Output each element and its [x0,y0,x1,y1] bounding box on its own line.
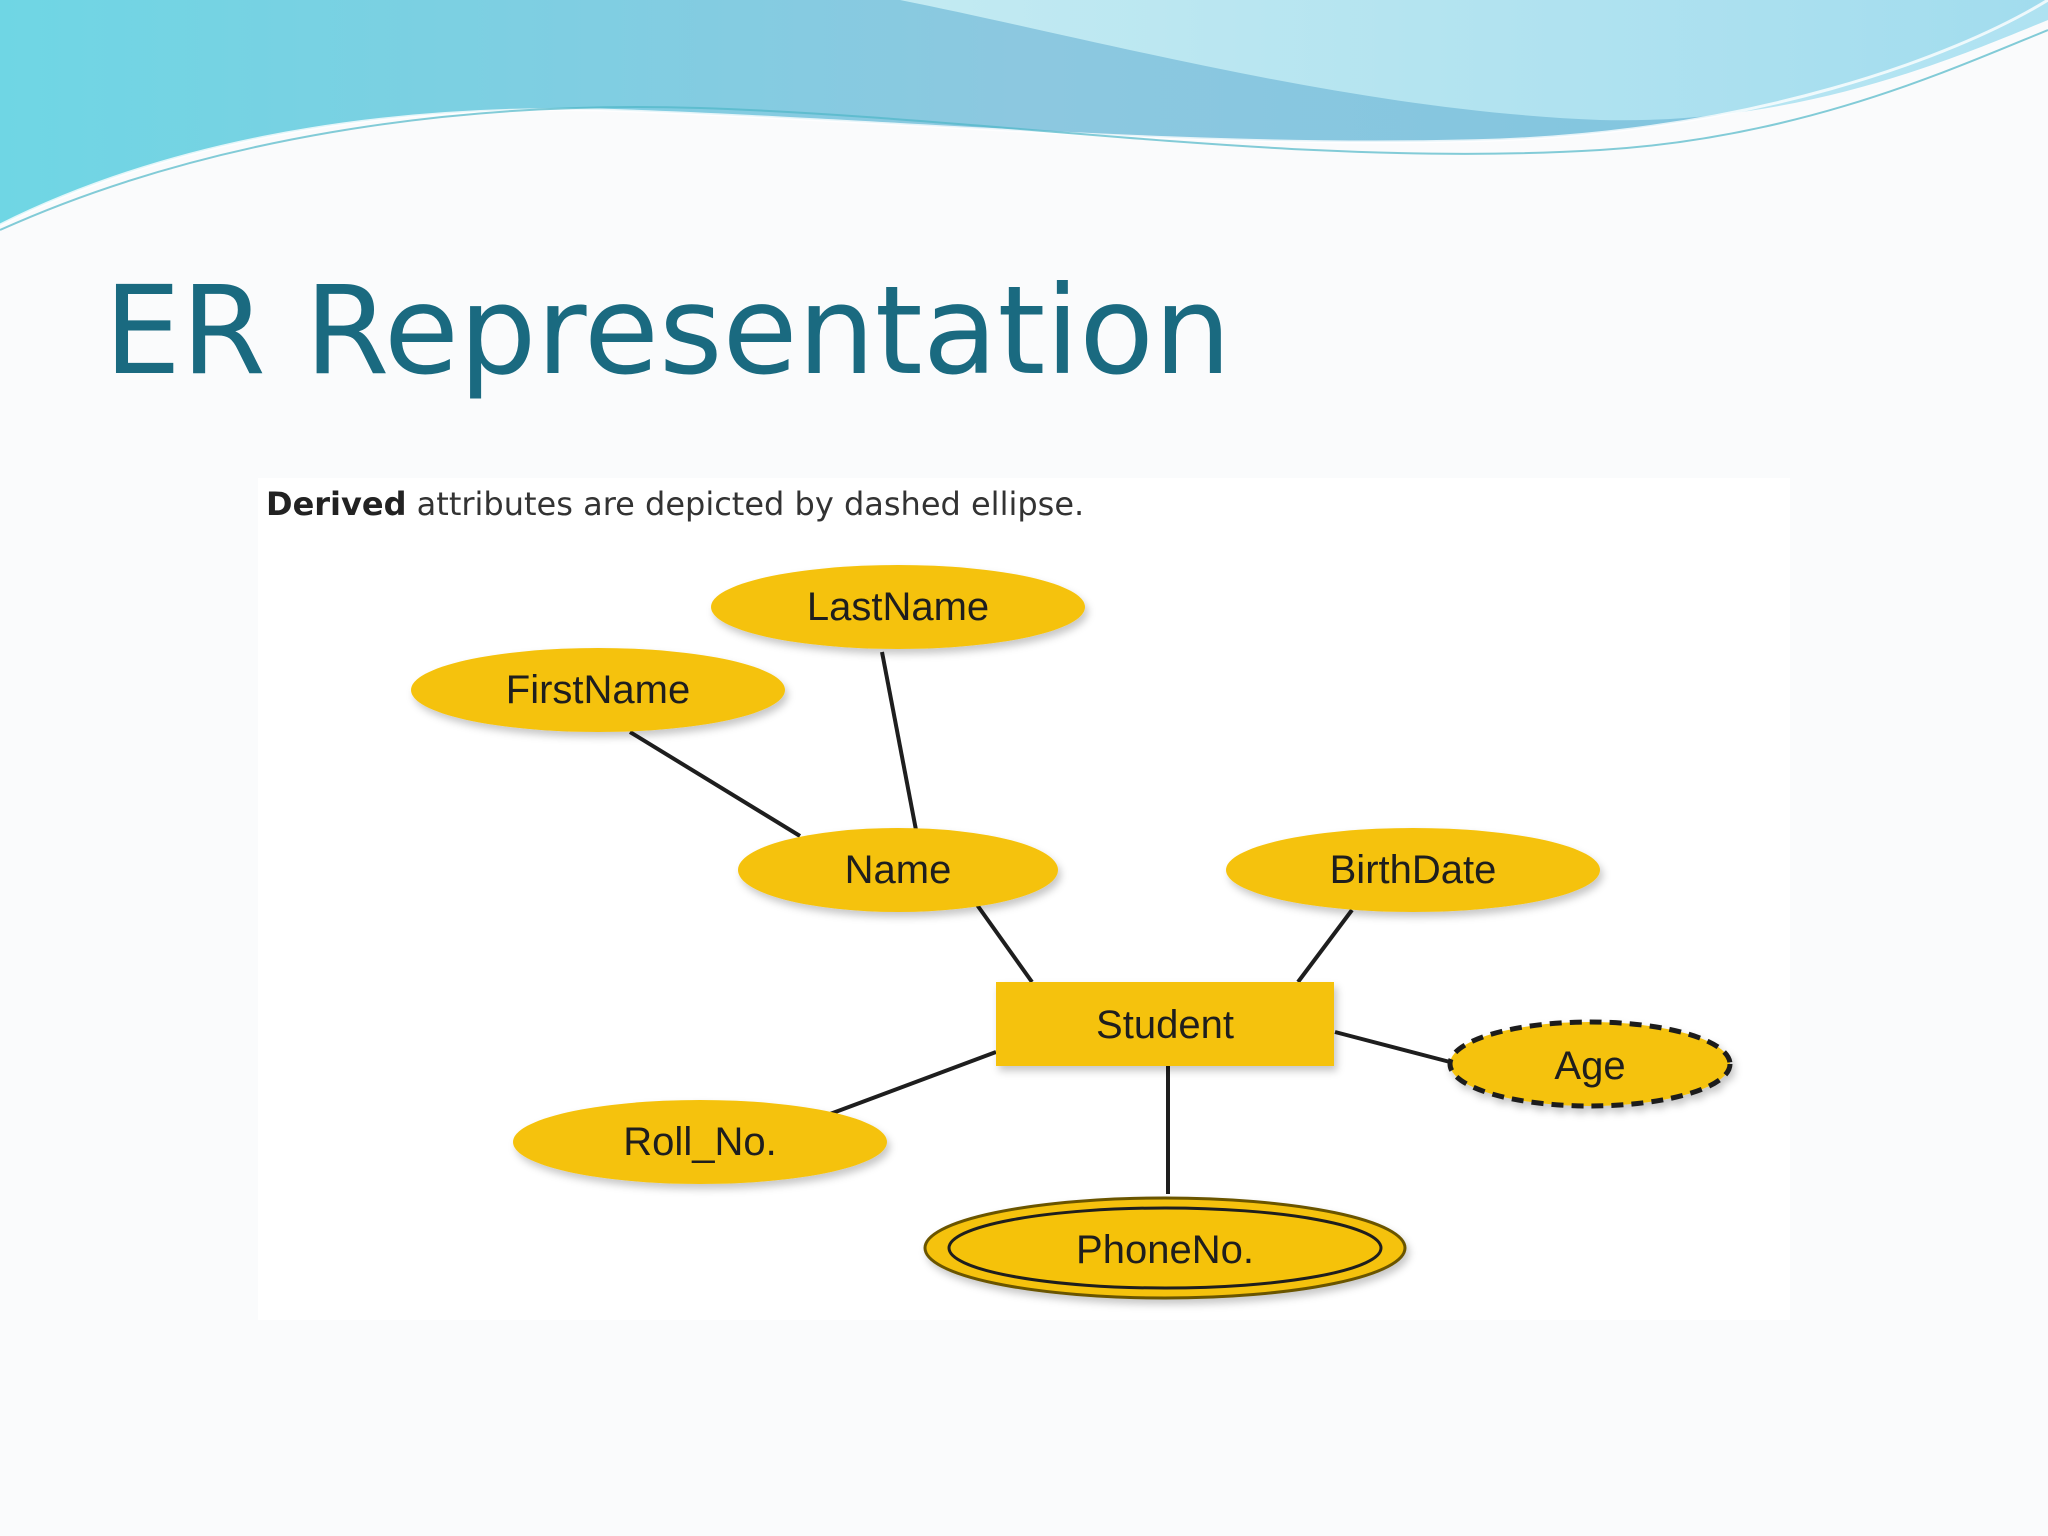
attribute-rollno-label: Roll_No. [623,1120,776,1164]
header-wave-decoration [0,0,2048,231]
line-student-age [1334,1030,1451,1064]
attribute-rollno: Roll_No. [513,1100,887,1184]
connector-lines [628,651,1451,1194]
attribute-lastname: LastName [711,565,1085,649]
derived-attribute-age: Age [1447,1019,1733,1109]
line-name-lastname [880,651,918,831]
attribute-birthdate-label: BirthDate [1330,848,1497,892]
attribute-firstname: FirstName [411,648,785,732]
multivalued-attribute-phoneno: PhoneNo. [923,1196,1407,1300]
line-student-rollno [829,1050,997,1116]
caption-text: attributes are depicted by dashed ellips… [406,485,1085,523]
line-student-birthdate [1296,908,1354,984]
line-name-firstname [628,730,802,838]
attribute-name: Name [738,828,1058,912]
entity-student-label: Student [1096,1003,1234,1047]
attribute-birthdate: BirthDate [1226,828,1600,912]
line-student-name [973,900,1034,984]
entity-student: Student [996,982,1334,1066]
caption-bold-term: Derived [266,485,407,523]
slide-title: ER Representation [104,260,1232,402]
derived-attribute-age-label: Age [1554,1044,1625,1088]
figure-caption: Derived attributes are depicted by dashe… [266,484,1084,524]
attribute-firstname-label: FirstName [506,668,690,712]
attribute-name-label: Name [845,848,952,892]
attribute-lastname-label: LastName [807,585,989,629]
multivalued-attribute-phoneno-label: PhoneNo. [1076,1228,1254,1272]
